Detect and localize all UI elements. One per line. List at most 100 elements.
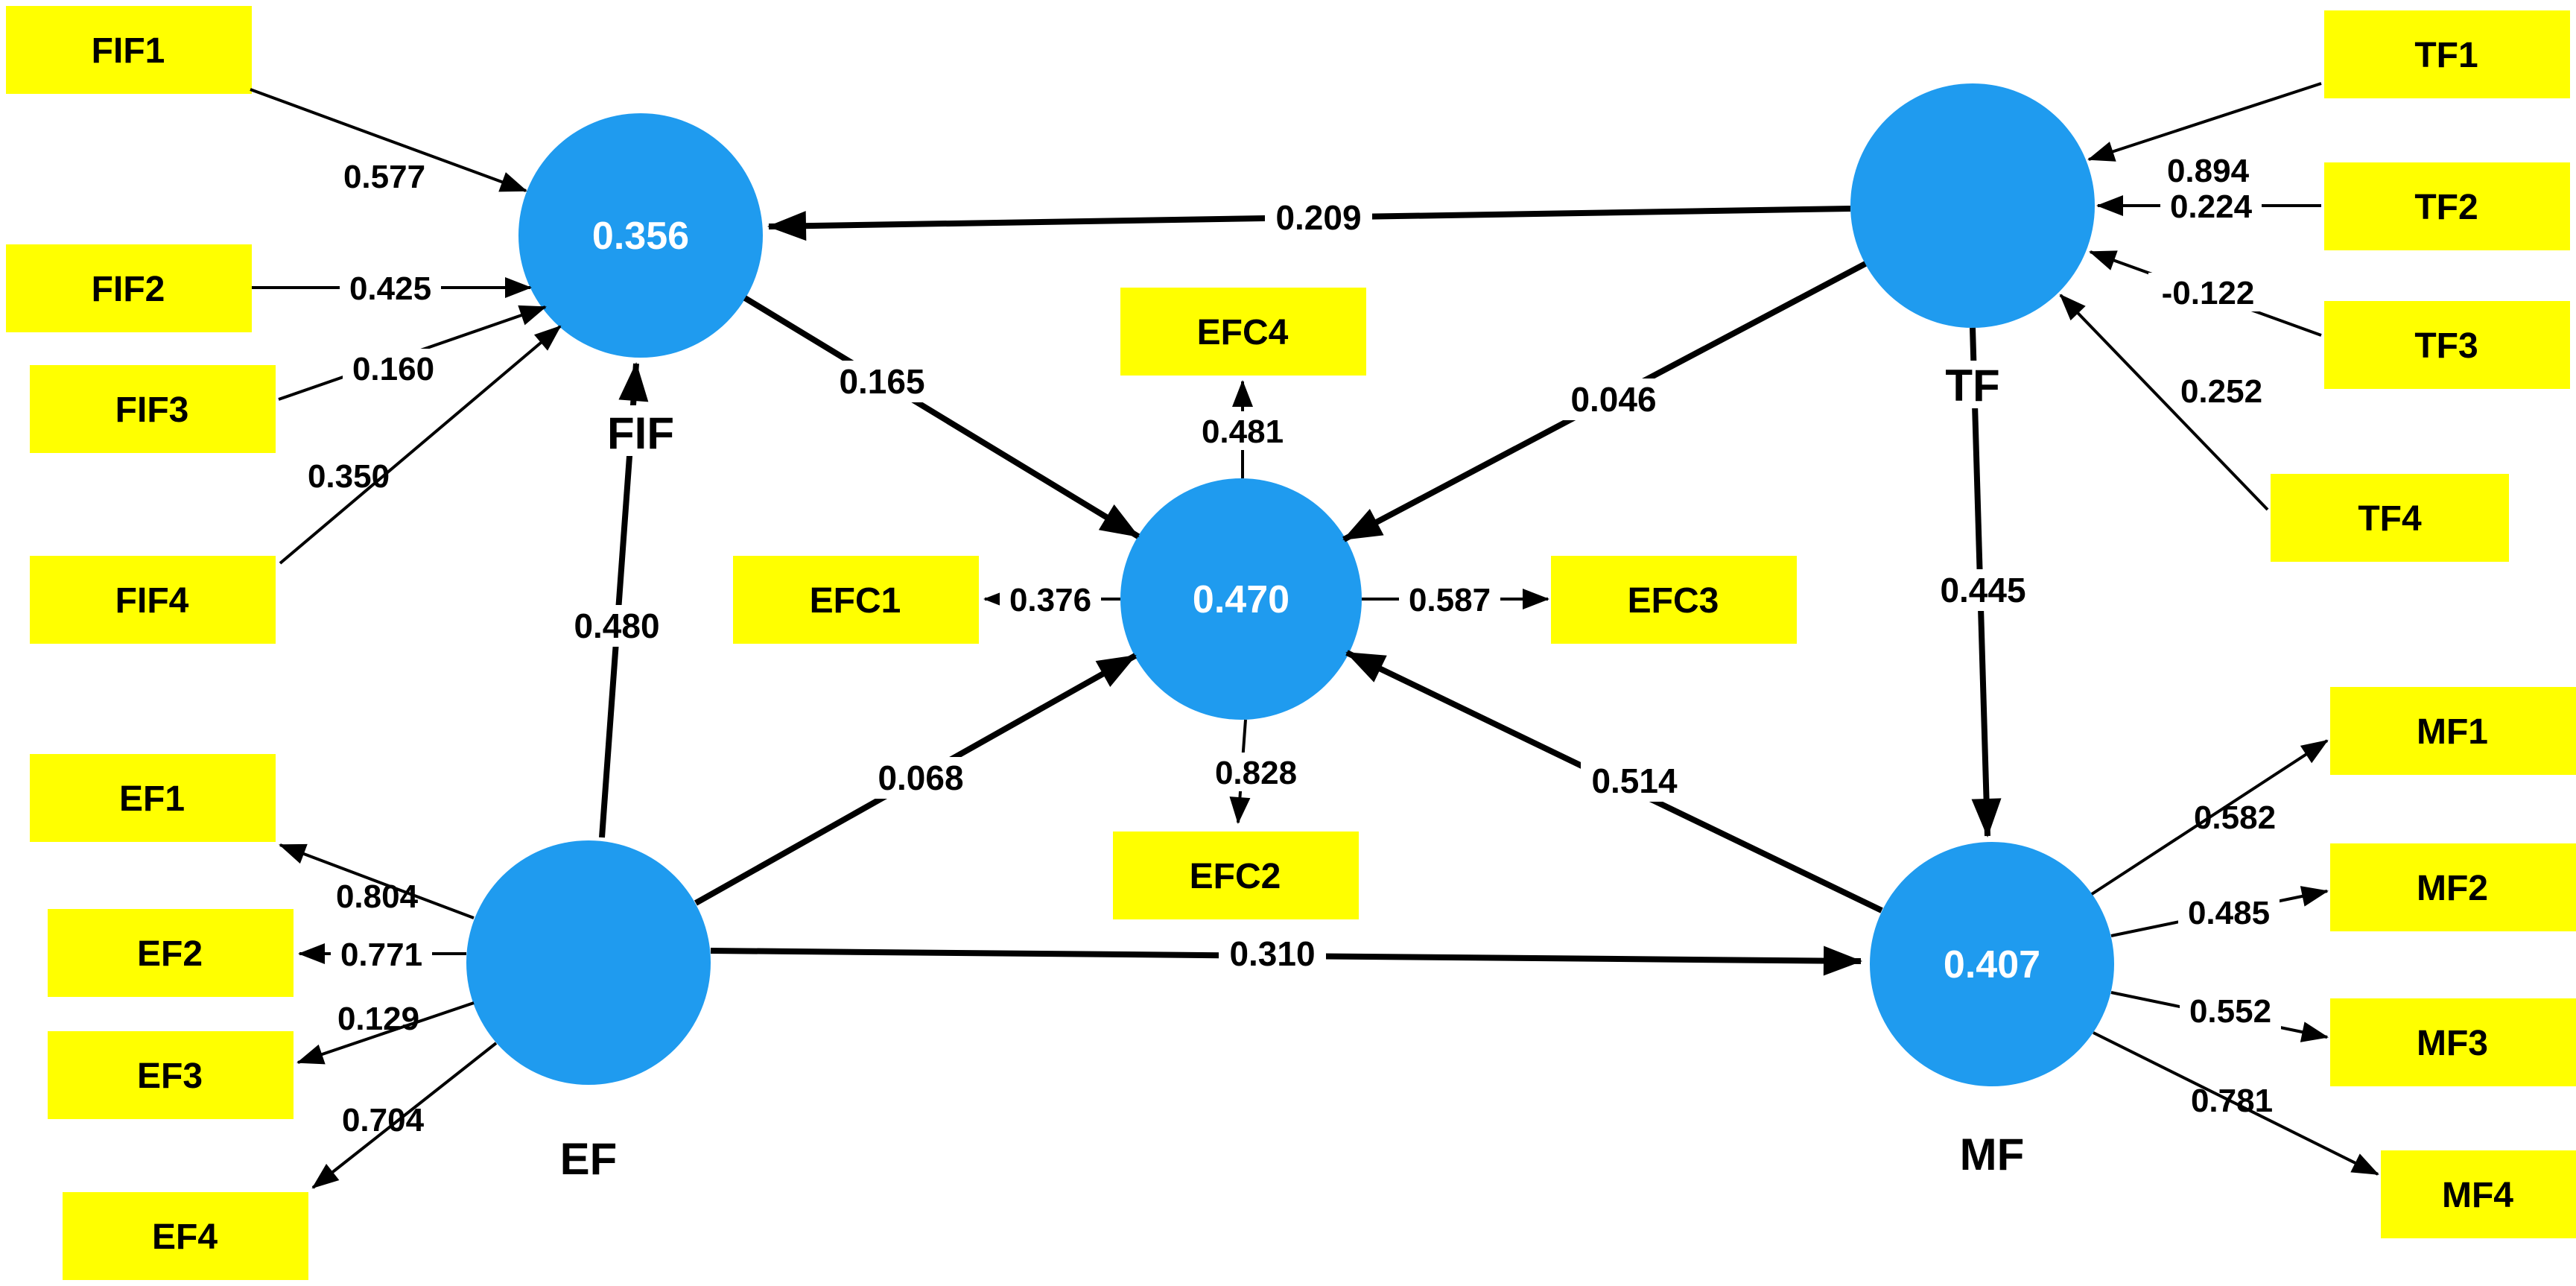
label-bg: [563, 605, 670, 647]
weight-label-ef2: 0.771: [340, 937, 422, 973]
label-bg: [1560, 378, 1667, 420]
indicator-label-mf2: MF2: [2417, 869, 2488, 908]
indicator-label-efc2: EFC2: [1190, 857, 1281, 896]
latent-nodes: [466, 83, 2114, 1086]
latent-node-tf: [1850, 83, 2095, 328]
indicator-box-mf4: [2381, 1150, 2576, 1238]
indicator-box-fif2: [6, 244, 252, 332]
indicator-box-tf1: [2324, 10, 2570, 98]
indicator-arrow-tf4: [2059, 294, 2269, 511]
weight-label-fif3: 0.160: [352, 351, 434, 387]
indicator-arrow-ef4: [311, 1042, 498, 1189]
label-bg: [1000, 580, 1101, 618]
indicator-box-ef3: [48, 1031, 294, 1119]
indicator-arrow-mf1: [2090, 739, 2329, 896]
path-label-tf-mf: 0.445: [1940, 571, 2025, 609]
indicator-label-mf3: MF3: [2417, 1024, 2488, 1063]
latent-label-fif: FIF: [607, 408, 674, 458]
weight-label-mf4: 0.781: [2191, 1083, 2273, 1119]
latent-value-fif: 0.356: [592, 215, 689, 258]
weight-label-ef3: 0.129: [337, 1001, 419, 1037]
path-arrow-fif-efc: [743, 295, 1141, 539]
label-bg: [2180, 991, 2281, 1030]
indicator-label-ef4: EF4: [152, 1217, 218, 1257]
indicator-arrow-fif4: [279, 325, 562, 565]
label-bg: [1929, 569, 2037, 611]
label-bg: [1399, 580, 1500, 618]
indicator-label-ef3: EF3: [137, 1057, 203, 1096]
weight-labels: 0.577 0.425 0.160 0.350 0.804 0.771 0.12…: [308, 153, 2276, 1138]
latent-labels: 0.356 0.470 0.407 FIF TF EF MF: [560, 215, 2040, 1184]
path-label-ef-mf: 0.310: [1229, 934, 1315, 973]
indicator-label-ef1: EF1: [119, 779, 185, 819]
weight-label-efc4: 0.481: [1202, 414, 1284, 450]
label-bg: [2160, 186, 2262, 225]
label-bg: [2178, 893, 2280, 931]
indicator-label-efc4: EFC4: [1197, 313, 1289, 352]
label-bg: [1192, 411, 1293, 450]
weight-label-mf2: 0.485: [2188, 895, 2270, 931]
indicator-label-fif1: FIF1: [92, 31, 165, 71]
indicator-arrow-mf4: [2093, 1031, 2379, 1176]
indicator-label-tf2: TF2: [2414, 188, 2478, 227]
indicator-label-tf1: TF1: [2414, 36, 2478, 75]
path-label-mf-efc: 0.514: [1591, 761, 1678, 800]
indicator-label-tf4: TF4: [2358, 499, 2422, 539]
latent-node-fif: [518, 113, 763, 358]
label-bg: [584, 405, 697, 456]
label-bg: [867, 757, 974, 799]
indicator-label-ef2: EF2: [137, 934, 203, 974]
weight-label-fif2: 0.425: [349, 270, 431, 307]
indicator-arrow-tf1: [2087, 82, 2322, 162]
weight-label-ef4: 0.704: [342, 1102, 425, 1138]
indicator-box-mf3: [2330, 998, 2576, 1086]
latent-node-efc: [1120, 478, 1362, 720]
latent-label-tf: TF: [1945, 361, 1999, 411]
indicator-box-efc3: [1551, 556, 1797, 644]
indicator-arrow-ef3: [296, 1001, 475, 1065]
weight-label-ef1: 0.804: [336, 878, 419, 915]
indicator-box-tf3: [2324, 301, 2570, 389]
weight-label-efc3: 0.587: [1409, 582, 1491, 618]
label-bg: [1219, 933, 1326, 975]
label-backgrounds: [331, 186, 2281, 1030]
indicator-box-mf2: [2330, 843, 2576, 931]
path-label-ef-efc: 0.068: [878, 758, 963, 797]
weight-label-mf3: 0.552: [2189, 993, 2271, 1030]
indicator-boxes: [6, 6, 2576, 1280]
label-bg: [1265, 197, 1372, 238]
indicator-box-tf2: [2324, 162, 2570, 250]
indicator-box-fif4: [30, 556, 276, 644]
indicator-label-fif3: FIF3: [115, 390, 189, 430]
indicator-box-ef4: [63, 1192, 308, 1280]
indicator-box-efc4: [1120, 288, 1366, 376]
indicator-label-tf3: TF3: [2414, 326, 2478, 366]
weight-label-efc1: 0.376: [1009, 582, 1091, 618]
indicator-box-labels: FIF1 FIF2 FIF3 FIF4 EF1 EF2 EF3 EF4 TF1 …: [92, 31, 2514, 1257]
latent-value-mf: 0.407: [1944, 943, 2040, 986]
indicator-box-fif1: [6, 6, 252, 94]
latent-label-ef: EF: [560, 1134, 618, 1184]
indicator-label-efc1: EFC1: [810, 581, 901, 621]
indicator-box-efc2: [1113, 832, 1359, 919]
indicator-arrow-fif1: [250, 88, 527, 192]
path-label-tf-efc: 0.046: [1570, 380, 1656, 419]
latent-label-mf: MF: [1960, 1130, 2025, 1179]
indicator-label-mf4: MF4: [2442, 1176, 2513, 1215]
latent-node-mf: [1870, 842, 2114, 1086]
weight-label-tf2: 0.224: [2170, 189, 2253, 225]
label-bg: [828, 361, 936, 402]
latent-value-efc: 0.470: [1193, 578, 1289, 621]
latent-node-ef: [466, 840, 711, 1085]
indicator-label-mf1: MF1: [2417, 712, 2488, 752]
indicator-box-ef2: [48, 909, 294, 997]
label-bg: [2148, 273, 2268, 311]
weight-label-mf1: 0.582: [2194, 799, 2276, 836]
weight-label-tf3: -0.122: [2162, 275, 2255, 311]
label-bg: [1581, 760, 1688, 802]
indicator-label-fif4: FIF4: [115, 581, 189, 621]
path-label-ef-fif: 0.480: [574, 606, 659, 645]
indicator-arrow-ef1: [279, 843, 475, 919]
label-bg: [331, 934, 432, 973]
